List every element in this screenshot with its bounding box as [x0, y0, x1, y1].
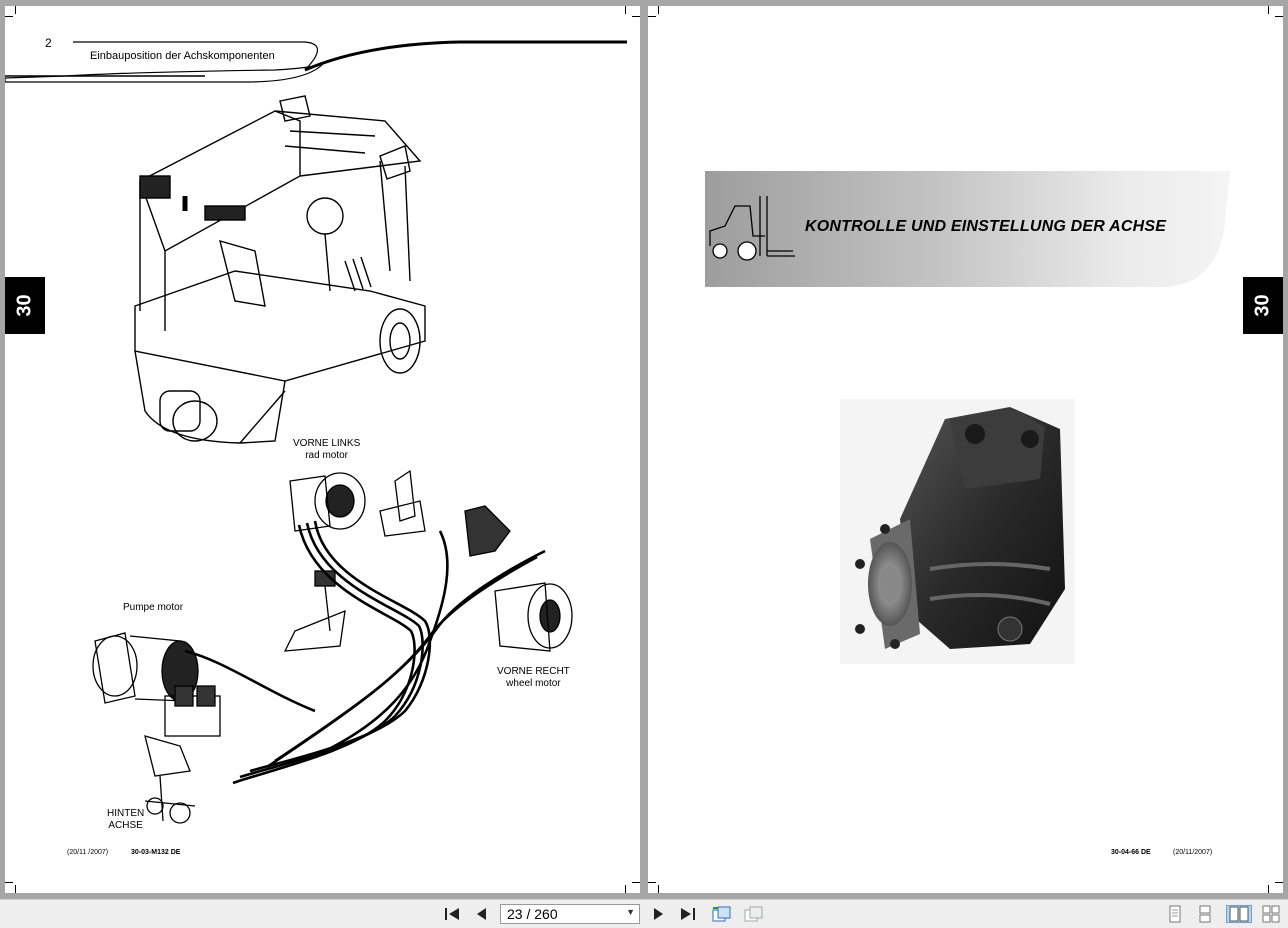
forklift-logo-icon	[709, 196, 795, 261]
crop-mark	[648, 16, 656, 17]
section-banner: KONTROLLE UND EINSTELLUNG DER ACHSE	[705, 171, 1230, 287]
section-tab-right: 30	[1243, 277, 1283, 334]
crop-mark	[658, 885, 659, 893]
continuous-view-button[interactable]	[1196, 905, 1214, 923]
label-vorne-recht: VORNE RECHT wheel motor	[497, 666, 570, 689]
crop-mark	[625, 885, 626, 893]
crop-mark	[632, 16, 640, 17]
crop-mark	[625, 6, 626, 14]
footer-date-right: (20/11/2007)	[1173, 849, 1213, 856]
crop-mark	[632, 882, 640, 883]
banner-curve	[1168, 171, 1238, 289]
two-page-continuous-icon	[1262, 905, 1280, 923]
section-tab-left: 30	[5, 277, 45, 334]
prev-page-button[interactable]	[472, 905, 490, 923]
next-page-icon	[654, 908, 663, 920]
crop-mark	[15, 6, 16, 14]
last-page-icon	[681, 908, 695, 920]
continuous-icon	[1199, 905, 1211, 923]
label-pumpe-motor: Pumpe motor	[123, 602, 184, 613]
rotate-button[interactable]	[710, 905, 732, 923]
single-page-view-button[interactable]	[1166, 905, 1184, 923]
fit-icon	[744, 906, 763, 922]
two-page-view-button[interactable]	[1226, 905, 1252, 923]
crop-mark	[5, 16, 13, 17]
two-page-continuous-view-button[interactable]	[1260, 905, 1282, 923]
crop-mark	[15, 885, 16, 893]
crop-mark	[648, 882, 656, 883]
crop-mark	[1275, 882, 1283, 883]
left-page: 2 Einbauposition der Achskomponenten 30	[5, 6, 640, 893]
forklift-illustration	[134, 95, 426, 444]
prev-page-icon	[477, 908, 486, 920]
crop-mark	[1268, 885, 1269, 893]
crop-mark	[658, 6, 659, 14]
axle-components-illustration	[92, 469, 573, 824]
chevron-down-icon[interactable]: ▼	[626, 907, 635, 917]
viewer-toolbar: 23 / 260 ▼	[0, 899, 1288, 928]
axle-motor-photo	[840, 399, 1075, 664]
label-hinten-achse: HINTEN ACHSE	[107, 808, 145, 831]
header-title: Einbauposition der Achskomponenten	[90, 50, 275, 62]
single-page-icon	[1169, 905, 1181, 923]
label-vorne-links: VORNE LINKS rad motor	[293, 438, 361, 461]
fit-button[interactable]	[742, 905, 764, 923]
rotate-icon	[712, 906, 731, 922]
first-page-icon	[445, 908, 459, 920]
crop-mark	[1268, 6, 1269, 14]
crop-mark	[1275, 16, 1283, 17]
first-page-button[interactable]	[442, 905, 462, 923]
two-page-icon	[1229, 906, 1249, 922]
footer-code-left: 30-03-M132 DE	[131, 849, 181, 856]
next-page-button[interactable]	[650, 905, 668, 923]
section-title: KONTROLLE UND EINSTELLUNG DER ACHSE	[805, 218, 1167, 235]
footer-date-left: (20/11 /2007)	[67, 849, 109, 856]
footer-code-right: 30-04-66 DE	[1111, 849, 1151, 856]
header-swoosh	[5, 40, 627, 83]
page-indicator: 23 / 260	[507, 906, 558, 922]
page-number: 2	[45, 36, 52, 50]
page-number-field[interactable]: 23 / 260 ▼	[500, 904, 640, 924]
crop-mark	[5, 882, 13, 883]
right-page: KONTROLLE UND EINSTELLUNG DER ACHSE 30	[648, 6, 1283, 893]
last-page-button[interactable]	[678, 905, 698, 923]
